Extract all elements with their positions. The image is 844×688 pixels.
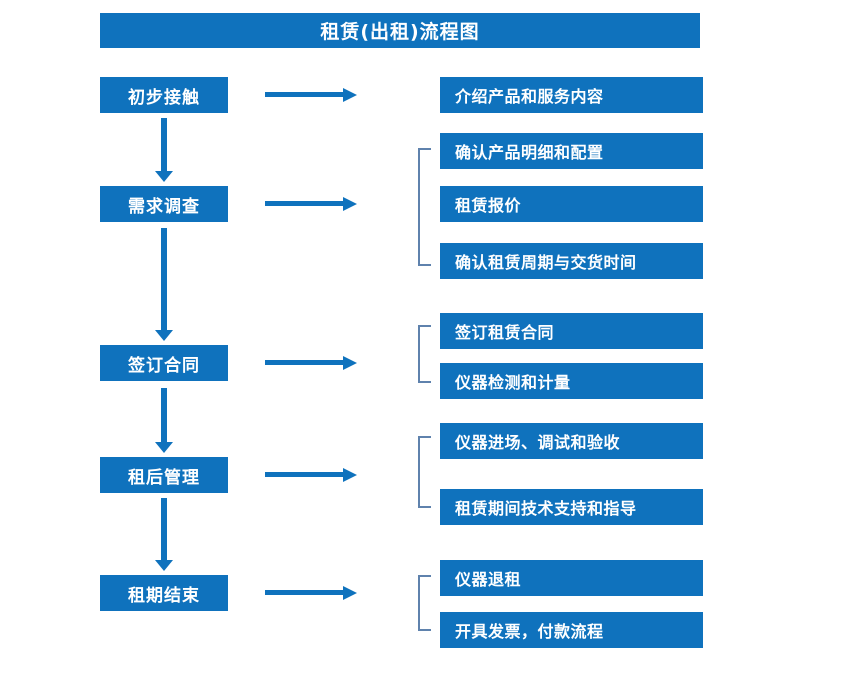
arrow-head — [343, 197, 357, 211]
arrow-head — [155, 560, 173, 571]
detail-box[interactable]: 租赁报价 — [440, 186, 703, 222]
page-title: 租赁(出租)流程图 — [100, 13, 700, 48]
detail-box[interactable]: 介绍产品和服务内容 — [440, 77, 703, 113]
group-bracket — [418, 325, 431, 383]
detail-box[interactable]: 仪器进场、调试和验收 — [440, 423, 703, 459]
detail-box[interactable]: 确认产品明细和配置 — [440, 133, 703, 169]
arrow-shaft — [265, 590, 345, 595]
arrow-head — [343, 88, 357, 102]
stage-box[interactable]: 租期结束 — [100, 575, 228, 611]
arrow-head — [155, 330, 173, 341]
arrow-head — [155, 442, 173, 453]
stage-box[interactable]: 需求调查 — [100, 186, 228, 222]
arrow-shaft — [161, 388, 167, 443]
arrow-head — [155, 171, 173, 182]
detail-box[interactable]: 仪器退租 — [440, 560, 703, 596]
arrow-shaft — [161, 498, 167, 561]
group-bracket — [418, 436, 431, 508]
group-bracket — [418, 575, 431, 631]
horizontal-arrow-icon — [265, 468, 357, 482]
horizontal-arrow-icon — [265, 586, 357, 600]
arrow-head — [343, 356, 357, 370]
arrow-head — [343, 468, 357, 482]
stage-box[interactable]: 租后管理 — [100, 457, 228, 493]
arrow-shaft — [265, 360, 345, 365]
vertical-arrow-icon — [155, 228, 173, 341]
arrow-shaft — [265, 472, 345, 477]
arrow-head — [343, 586, 357, 600]
arrow-shaft — [161, 118, 167, 172]
arrow-shaft — [161, 228, 167, 331]
stage-box[interactable]: 初步接触 — [100, 77, 228, 113]
detail-box[interactable]: 确认租赁周期与交货时间 — [440, 243, 703, 279]
detail-box[interactable]: 仪器检测和计量 — [440, 363, 703, 399]
group-bracket — [418, 148, 431, 266]
detail-box[interactable]: 开具发票，付款流程 — [440, 612, 703, 648]
vertical-arrow-icon — [155, 118, 173, 182]
arrow-shaft — [265, 201, 345, 206]
stage-box[interactable]: 签订合同 — [100, 345, 228, 381]
detail-box[interactable]: 租赁期间技术支持和指导 — [440, 489, 703, 525]
vertical-arrow-icon — [155, 388, 173, 453]
vertical-arrow-icon — [155, 498, 173, 571]
arrow-shaft — [265, 92, 345, 97]
horizontal-arrow-icon — [265, 197, 357, 211]
horizontal-arrow-icon — [265, 88, 357, 102]
horizontal-arrow-icon — [265, 356, 357, 370]
detail-box[interactable]: 签订租赁合同 — [440, 313, 703, 349]
